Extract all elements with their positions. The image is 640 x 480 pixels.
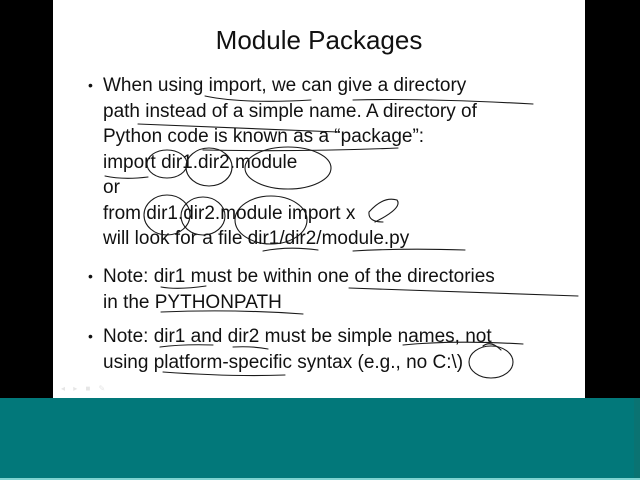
bullet-line: will look for a file dir1/dir2/module.py <box>103 228 410 249</box>
code-line: from dir1.dir2.module import x <box>103 202 356 224</box>
bullet-line: or <box>103 177 120 198</box>
bullet-line: Note: dir1 and dir2 must be simple names… <box>103 326 492 347</box>
bullet-line: using platform-specific syntax (e.g., no… <box>103 351 464 373</box>
code-line: import dir1.dir2.module <box>103 151 298 173</box>
bullet-line: in the PYTHONPATH <box>103 291 282 313</box>
bullet-line: When using import, we can give a directo… <box>103 75 467 96</box>
bullet-line: Python code is known as a “package”: <box>103 126 425 147</box>
bullet-pythonpath-note: • Note: dir1 must be within one of the d… <box>88 264 495 315</box>
slide-title: Module Packages <box>215 25 423 55</box>
teal-band-bottom-edge <box>0 478 640 480</box>
bullet-line: Note: dir1 must be within one of the dir… <box>103 266 495 287</box>
bullet-line: path instead of a simple name. A directo… <box>103 100 477 122</box>
presentation-slide: Module Packages • When using import, we … <box>53 0 585 398</box>
bullet-dot: • <box>88 328 93 344</box>
bullet-dot: • <box>88 268 93 284</box>
slide-nav-toolbar[interactable]: ◂ ▸ ■ ✎ <box>61 384 109 393</box>
teal-band-edge <box>634 398 640 478</box>
bullet-simple-names-note: • Note: dir1 and dir2 must be simple nam… <box>88 324 492 375</box>
bullet-dot: • <box>88 77 93 93</box>
bottom-teal-band <box>0 398 640 478</box>
bullet-package-import: • When using import, we can give a direc… <box>88 73 477 252</box>
